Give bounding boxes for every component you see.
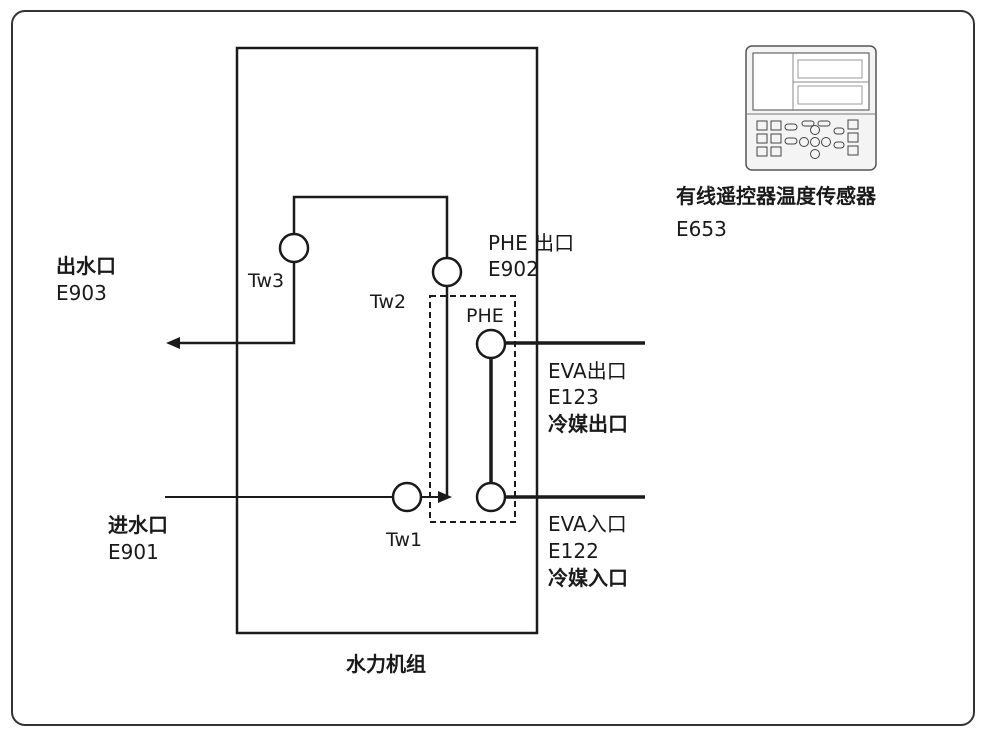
remote-sensor-title: 有线遥控器温度传感器 <box>676 184 876 208</box>
eva-in-code: E122 <box>548 539 599 563</box>
sensor-eva-in-circle <box>475 481 507 513</box>
eva-out-code: E123 <box>548 385 599 409</box>
eva-in-title: EVA入口 <box>548 512 627 536</box>
remote-sensor-code: E653 <box>676 217 727 241</box>
phe-outlet-title: PHE 出口 <box>488 231 575 255</box>
outlet-code: E903 <box>56 281 107 305</box>
outlet-water-pipe <box>178 195 449 498</box>
inlet-title: 进水口 <box>108 513 168 537</box>
diagram-frame <box>11 10 975 726</box>
sensor-tw3-label: Tw3 <box>248 270 285 292</box>
phe-box <box>429 295 516 523</box>
phe-label: PHE <box>466 305 504 327</box>
hydro-unit-title: 水力机组 <box>346 652 426 676</box>
inlet-code: E901 <box>108 540 159 564</box>
eva-out-title: EVA出口 <box>548 359 627 383</box>
sensor-tw2-label: Tw2 <box>370 291 407 313</box>
sensor-tw2-circle <box>431 256 463 288</box>
wired-remote-controller <box>745 45 877 171</box>
sensor-eva-out-circle <box>475 328 507 360</box>
outlet-arrow <box>166 337 180 349</box>
eva-in-desc: 冷媒入口 <box>548 566 628 590</box>
hydro-unit-box <box>235 46 539 635</box>
refrigerant-pipe <box>489 341 645 499</box>
eva-out-desc: 冷媒出口 <box>548 412 628 436</box>
outlet-title: 出水口 <box>56 254 116 278</box>
sensor-tw1-circle <box>391 481 423 513</box>
inlet-arrow <box>438 491 452 503</box>
sensor-tw3-circle <box>278 232 310 264</box>
phe-outlet-code: E902 <box>488 257 539 281</box>
sensor-tw1-label: Tw1 <box>386 529 423 551</box>
